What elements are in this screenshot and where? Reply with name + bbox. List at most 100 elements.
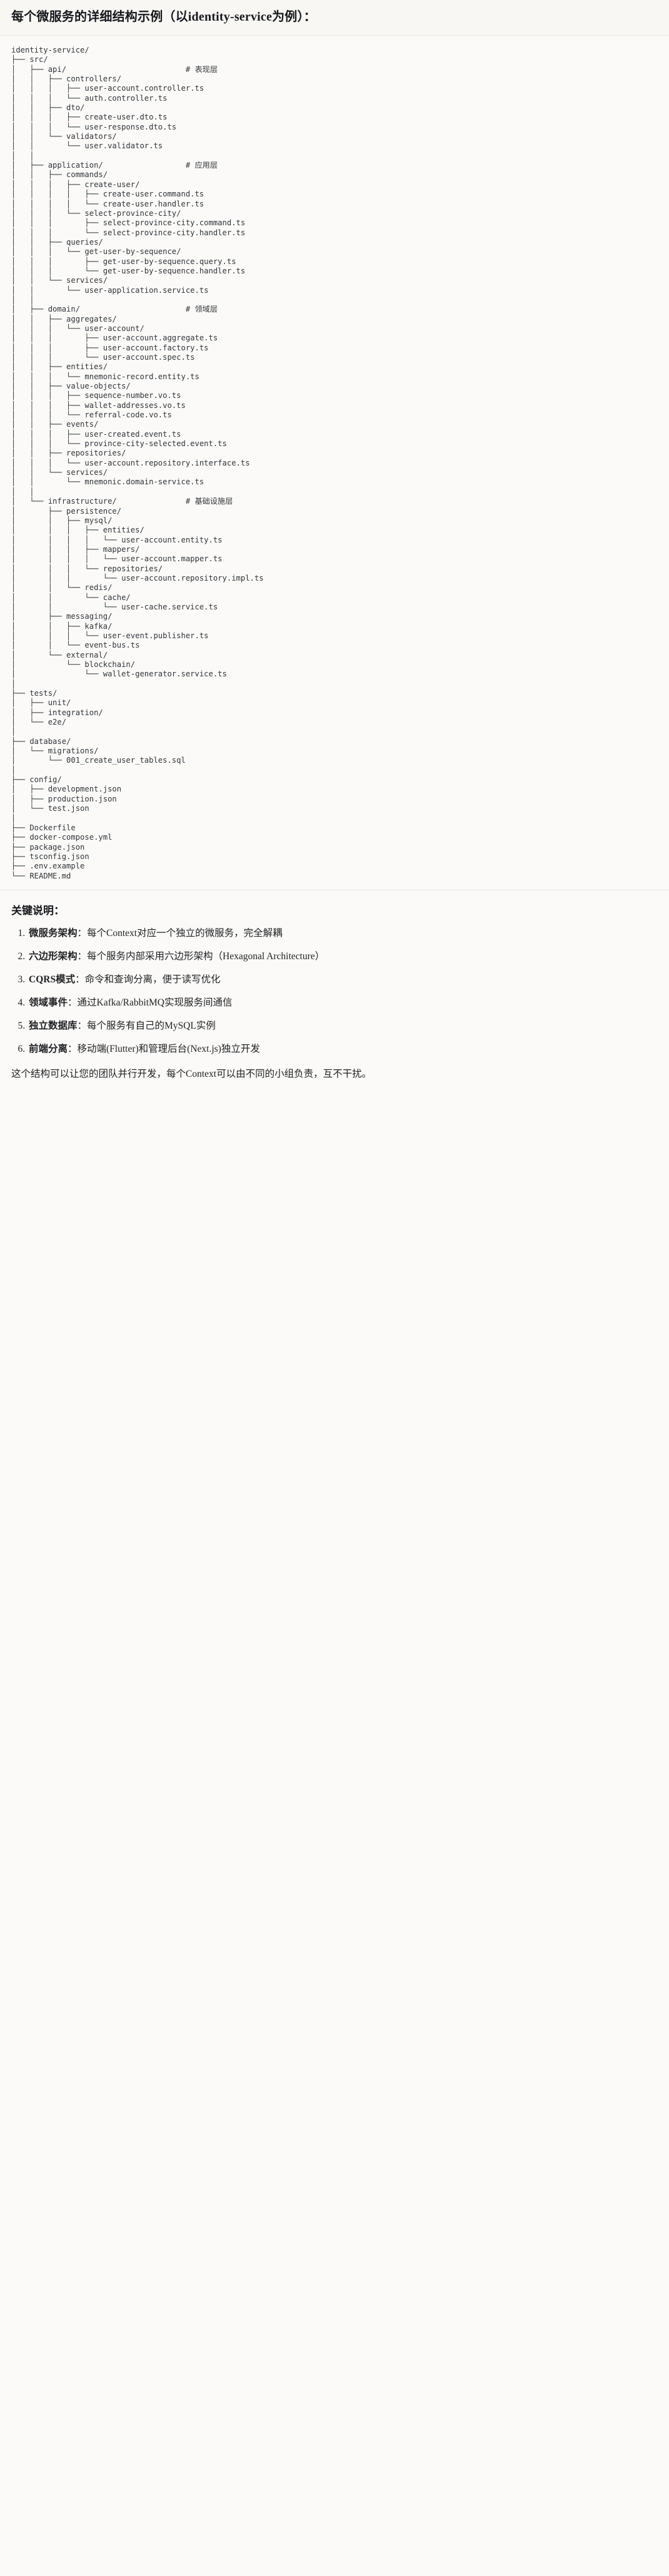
tree-line: │ │ │ └── province-city-selected.event.t… (11, 439, 227, 449)
key-point-term: 前端分离 (29, 1043, 68, 1054)
tree-line: │ └── external/ (11, 650, 108, 659)
tree-line: │ │ └── services/ (11, 468, 108, 477)
tree-line: │ └── test.json (11, 804, 89, 813)
tree-line: │ │ │ │ └── create-user.handler.ts (11, 199, 204, 208)
tree-line: │ │ ├── events/ (11, 420, 99, 429)
tree-line: │ (11, 679, 16, 688)
key-points-list: 微服务架构：每个Context对应一个独立的微服务，完全解耦六边形架构：每个服务… (11, 926, 658, 1057)
tree-line: │ │ │ └── select-province-city.handler.t… (11, 228, 246, 237)
tree-line: │ │ ├── dto/ (11, 103, 85, 113)
tree-line: │ ├── unit/ (11, 698, 71, 708)
tree-line: ├── src/ (11, 55, 48, 64)
key-point-description: ：移动端(Flutter)和管理后台(Next.js)独立开发 (68, 1043, 260, 1054)
key-points-section: 关键说明： 微服务架构：每个Context对应一个独立的微服务，完全解耦六边形架… (0, 890, 669, 1096)
tree-line: │ │ (11, 151, 34, 160)
tree-line: │ │ ├── controllers/ (11, 74, 122, 84)
key-point-term: 独立数据库 (29, 1020, 78, 1031)
tree-line: ├── Dockerfile (11, 823, 76, 832)
tree-line: │ │ └── event-bus.ts (11, 641, 140, 650)
key-points-footer: 这个结构可以让您的团队并行开发，每个Context可以由不同的小组负责，互不干扰… (11, 1069, 372, 1079)
tree-line: │ │ │ └── auth.controller.ts (11, 93, 168, 103)
key-point-description: ：通过Kafka/RabbitMQ实现服务间通信 (68, 997, 233, 1008)
key-point-term: 六边形架构 (29, 950, 78, 962)
tree-line: │ │ │ └── select-province-city/ (11, 208, 181, 218)
tree-line: │ ├── messaging/ (11, 612, 113, 621)
tree-line: ├── .env.example (11, 862, 85, 871)
tree-line: identity-service/ (11, 46, 89, 54)
tree-line: │ ├── production.json (11, 794, 117, 803)
directory-tree-block: identity-service/ ├── src/ │ ├── api/ # … (0, 36, 669, 890)
tree-line: │ │ (11, 487, 34, 496)
tree-line: │ │ │ └── get-user-by-sequence.handler.t… (11, 266, 246, 275)
tree-line: │ │ └── user-application.service.ts (11, 285, 209, 295)
tree-line: │ │ │ │ └── user-account.entity.ts (11, 535, 223, 544)
tree-line: ├── tsconfig.json (11, 852, 89, 861)
tree-line: │ │ ├── mysql/ (11, 516, 113, 525)
tree-line: │ │ │ ├── user-created.event.ts (11, 429, 181, 439)
tree-line: │ (11, 727, 16, 736)
tree-line: │ ├── integration/ (11, 708, 103, 717)
tree-line: │ │ │ ├── user-account.controller.ts (11, 84, 204, 93)
key-point-description: ：每个服务内部采用六边形架构（Hexagonal Architecture） (77, 950, 325, 962)
tree-line: │ └── infrastructure/ # 基础设施层 (11, 497, 233, 506)
tree-line: │ │ │ ├── select-province-city.command.t… (11, 218, 246, 228)
key-point-item: 六边形架构：每个服务内部采用六边形架构（Hexagonal Architectu… (28, 949, 658, 964)
tree-line: │ │ └── user.validator.ts (11, 141, 163, 151)
tree-line: │ │ │ ├── user-account.factory.ts (11, 343, 209, 352)
key-point-term: 领域事件 (29, 997, 68, 1008)
key-point-item: 领域事件：通过Kafka/RabbitMQ实现服务间通信 (28, 995, 658, 1011)
tree-line: │ │ │ └── user-account/ (11, 323, 144, 333)
key-point-item: CQRS模式：命令和查询分离，便于读写优化 (28, 972, 658, 987)
tree-line: │ │ │ └── repositories/ (11, 564, 163, 573)
tree-line: │ │ │ └── user-response.dto.ts (11, 122, 177, 131)
tree-line: ├── docker-compose.yml (11, 833, 113, 842)
tree-line: │ │ (11, 295, 34, 304)
tree-line: ├── package.json (11, 842, 85, 852)
key-point-item: 独立数据库：每个服务有自己的MySQL实例 (28, 1019, 658, 1034)
tree-line: │ │ │ └── get-user-by-sequence/ (11, 247, 181, 257)
tree-line: │ (11, 813, 16, 823)
tree-line: │ │ └── cache/ (11, 593, 131, 602)
tree-line: │ │ ├── queries/ (11, 237, 103, 247)
tree-line: │ │ │ │ ├── create-user.command.ts (11, 190, 204, 199)
key-point-term: 微服务架构 (29, 927, 78, 939)
tree-line: │ └── blockchain/ (11, 660, 136, 669)
tree-line: │ │ └── mnemonic.domain-service.ts (11, 477, 204, 487)
tree-line: │ │ │ ├── wallet-addresses.vo.ts (11, 400, 186, 410)
tree-line: │ ├── application/ # 应用层 (11, 161, 218, 170)
tree-line: └── README.md (11, 871, 71, 880)
tree-line: │ │ ├── commands/ (11, 170, 108, 180)
tree-line: │ ├── development.json (11, 785, 122, 794)
key-point-term: CQRS模式 (29, 974, 76, 985)
tree-line: ├── config/ (11, 775, 62, 785)
tree-line: │ └── 001_create_user_tables.sql (11, 756, 186, 765)
key-point-item: 微服务架构：每个Context对应一个独立的微服务，完全解耦 (28, 926, 658, 941)
tree-line: │ │ └── user-cache.service.ts (11, 602, 218, 611)
tree-line: │ │ ├── entities/ (11, 362, 108, 372)
tree-line: ├── tests/ (11, 689, 58, 698)
tree-line: │ │ │ ├── create-user/ (11, 180, 140, 189)
document-header: 每个微服务的详细结构示例（以identity-service为例）： (0, 0, 669, 36)
key-point-description: ：每个Context对应一个独立的微服务，完全解耦 (77, 927, 283, 939)
tree-line: │ │ │ └── user-account.repository.interf… (11, 458, 250, 467)
tree-line: │ │ │ └── user-event.publisher.ts (11, 631, 209, 640)
tree-line: │ └── migrations/ (11, 746, 99, 756)
tree-line: │ │ │ ├── get-user-by-sequence.query.ts (11, 257, 236, 266)
key-point-item: 前端分离：移动端(Flutter)和管理后台(Next.js)独立开发 (28, 1042, 658, 1057)
key-point-description: ：每个服务有自己的MySQL实例 (77, 1020, 216, 1031)
tree-line: │ │ └── services/ (11, 276, 108, 285)
tree-line: │ │ │ ├── mappers/ (11, 544, 140, 554)
tree-line: │ (11, 765, 16, 775)
directory-tree: identity-service/ ├── src/ │ ├── api/ # … (11, 46, 658, 881)
tree-line: │ │ ├── kafka/ (11, 621, 113, 631)
key-points-title: 关键说明： (11, 904, 64, 917)
page-title: 每个微服务的详细结构示例（以identity-service为例）： (11, 10, 316, 24)
tree-line: │ │ └── validators/ (11, 132, 117, 141)
tree-line: │ │ │ └── mnemonic-record.entity.ts (11, 372, 199, 381)
tree-line: │ │ ├── value-objects/ (11, 382, 131, 391)
tree-line: │ └── wallet-generator.service.ts (11, 669, 227, 679)
tree-line: │ ├── api/ # 表现层 (11, 64, 218, 74)
tree-line: ├── database/ (11, 736, 71, 746)
tree-line: │ └── e2e/ (11, 718, 67, 727)
tree-line: │ ├── domain/ # 领域层 (11, 305, 218, 314)
